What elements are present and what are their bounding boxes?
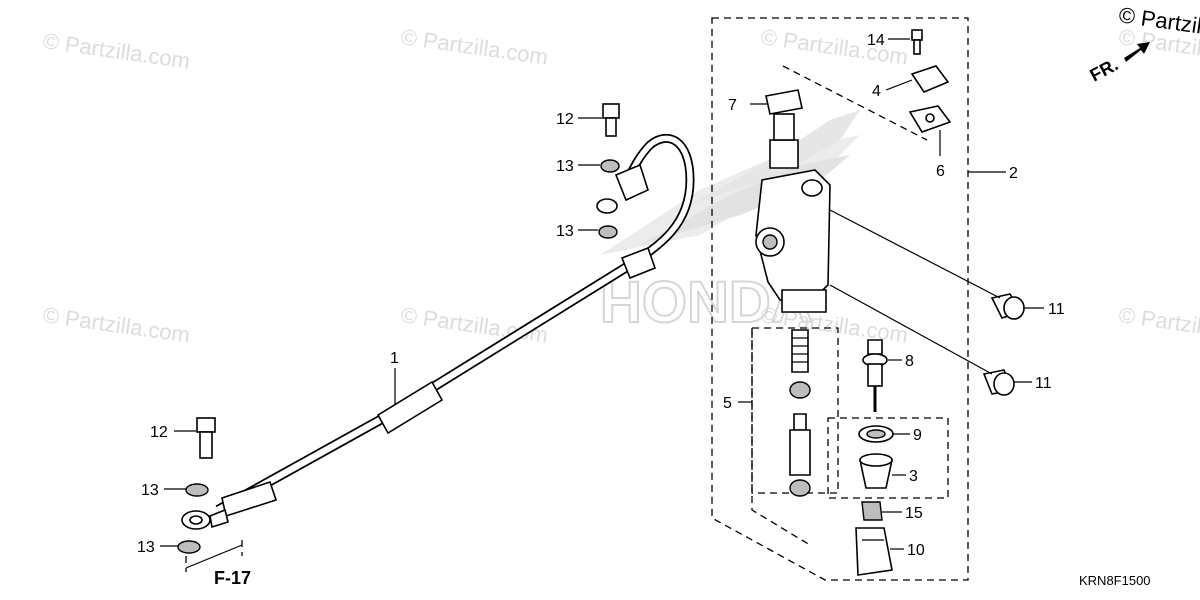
callout-11-lower: 11 <box>1035 375 1052 392</box>
piston-set-parts <box>789 329 811 497</box>
cap-leader-box <box>782 65 928 141</box>
callout-labels: 1 2 3 4 5 6 7 8 9 10 11 11 12 12 13 13 1… <box>137 32 1065 559</box>
callout-11-upper: 11 <box>1048 301 1065 318</box>
leader-lines <box>160 38 1044 572</box>
watermark-text: © Partzilla.com <box>41 302 191 347</box>
callout-15: 15 <box>905 505 923 522</box>
callout-2: 2 <box>1009 165 1018 182</box>
callout-1: 1 <box>390 350 399 367</box>
watermark-text: © Partzilla.com <box>399 24 549 69</box>
upper-banjo-fittings <box>596 103 620 239</box>
piston-leader <box>751 328 811 546</box>
callout-5: 5 <box>723 395 732 412</box>
callout-8: 8 <box>905 353 914 370</box>
callout-7: 7 <box>728 97 737 114</box>
callout-13: 13 <box>556 158 574 175</box>
callout-14: 14 <box>867 32 885 49</box>
watermark-text: © Partzilla.com <box>41 28 191 73</box>
master-cylinder-body <box>755 89 831 313</box>
callout-13: 13 <box>137 539 155 556</box>
callout-10: 10 <box>907 542 925 559</box>
master-cylinder-assembly-box <box>711 17 969 581</box>
front-marker-label: FR. <box>1086 54 1121 85</box>
reservoir-cap-parts <box>908 29 952 133</box>
front-arrow-icon <box>1124 42 1150 62</box>
mounting-screws <box>982 293 1025 396</box>
callout-12-upper: 12 <box>556 111 574 128</box>
callout-9: 9 <box>913 427 922 444</box>
assembly-group-outline <box>711 17 969 581</box>
figure-reference: F-17 <box>214 568 251 588</box>
watermark-text: © Partzilla.com <box>1117 302 1200 347</box>
callout-13: 13 <box>556 223 574 240</box>
pushrod-and-reservoir-parts <box>855 339 894 576</box>
diagram-code: KRN8F1500 <box>1079 573 1151 588</box>
callout-12-lower: 12 <box>150 424 168 441</box>
brake-hose <box>181 133 695 530</box>
callout-6: 6 <box>936 163 945 180</box>
callout-13: 13 <box>141 482 159 499</box>
lower-banjo-fittings <box>177 417 216 554</box>
watermark-text: © Partzilla.com <box>759 24 909 69</box>
callout-4: 4 <box>872 83 881 100</box>
callout-3: 3 <box>909 468 918 485</box>
